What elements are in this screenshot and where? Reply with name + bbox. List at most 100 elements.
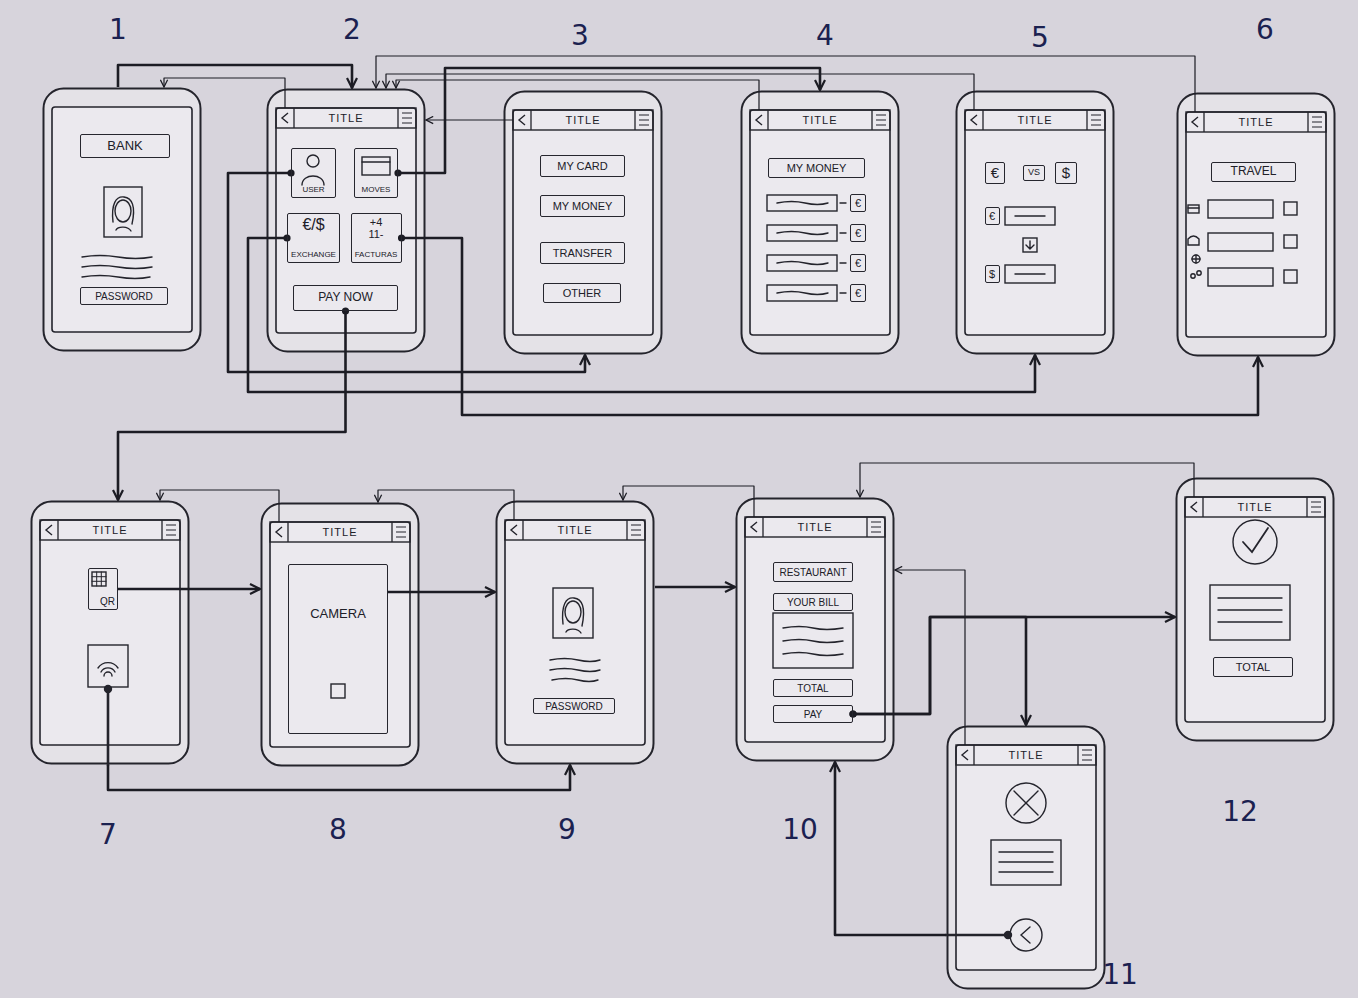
flow-arrow: [164, 78, 285, 108]
phone-frame: [32, 502, 189, 764]
button-label: VS: [1028, 168, 1040, 178]
button: OTHER: [543, 283, 621, 303]
flow-arrow: [853, 617, 1175, 714]
currency-box: $: [985, 265, 1000, 283]
phone-screen: 7TITLEQR: [30, 500, 190, 765]
button-label: PASSWORD: [95, 291, 153, 302]
screen-number: 9: [558, 816, 576, 844]
currency-box: €: [985, 207, 1000, 225]
squiggle: [1015, 216, 1045, 274]
screen-number: 1: [109, 16, 127, 44]
button: MY MONEY: [540, 195, 625, 217]
wire-stub: [946, 934, 1010, 937]
flow-arrow: [426, 119, 513, 120]
phone-frame: [44, 89, 201, 351]
hair-sketch: [563, 598, 584, 633]
button-label: TRANSFER: [553, 247, 612, 259]
screen-title: TITLE: [1239, 116, 1274, 128]
checkbox: [1284, 202, 1297, 215]
phone-frames: [32, 89, 1335, 989]
button-label: €: [855, 197, 861, 209]
down-arrow: [1026, 241, 1034, 249]
flow-arrow: [118, 65, 352, 88]
button-label: €: [855, 287, 861, 299]
screen-number: 7: [99, 821, 117, 849]
phone-screen: 6TITLETRAVEL: [1176, 92, 1336, 357]
screen-title: TITLE: [1018, 114, 1053, 126]
button-label: $: [989, 268, 995, 280]
screen-title: TITLE: [1009, 749, 1044, 761]
screen-title: TITLE: [803, 114, 838, 126]
section-header: RESTAURANT: [773, 562, 853, 582]
screen-number: 6: [1256, 16, 1274, 44]
button: MY CARD: [540, 155, 625, 177]
connectors: [108, 56, 1258, 935]
phone-screen: 3TITLEMY CARDMY MONEYTRANSFEROTHER: [503, 90, 663, 355]
title-bar: TITLE: [1185, 497, 1325, 517]
wire-stub: [107, 687, 110, 765]
screen-title: TITLE: [1238, 501, 1273, 513]
check-mark: [1243, 528, 1268, 552]
message-box: [991, 840, 1061, 885]
checkbox: [1284, 235, 1297, 248]
phone-screen: 8TITLECAMERA: [260, 502, 420, 767]
title-bar: TITLE: [270, 522, 410, 542]
text-lines: [783, 627, 843, 656]
currency-box: €: [850, 194, 866, 212]
shutter-button: [331, 684, 345, 698]
card-icon: [362, 161, 390, 162]
text-lines: [82, 256, 152, 279]
phone-screen: 1BANKPASSWORD: [42, 87, 202, 352]
flow-arrow: [108, 765, 570, 790]
hair-sketch: [113, 197, 134, 231]
flow-arrow: [376, 56, 1195, 112]
button-label: MY MONEY: [553, 200, 613, 212]
error-cross: [1014, 791, 1038, 815]
error-circle: [1006, 783, 1046, 823]
face-sketch: [565, 601, 581, 623]
pay-button: PAY NOW: [293, 285, 398, 311]
button-label: PAY NOW: [318, 291, 373, 304]
currency-box: €: [985, 162, 1005, 184]
button-label: +4 11-: [363, 216, 389, 240]
button-label: OTHER: [563, 287, 602, 299]
swap-button: [1023, 238, 1037, 252]
screen-number: 5: [1031, 24, 1049, 52]
vs-box: VS: [1023, 165, 1045, 181]
camera-view: CAMERA: [288, 564, 388, 734]
menu-tile: USER: [291, 148, 336, 198]
menu-tile: MOVES: [354, 148, 398, 198]
checkbox: [1284, 270, 1297, 283]
logo-box: BANK: [80, 134, 170, 158]
bag-icon: [1188, 236, 1199, 245]
flow-arrow: [118, 311, 346, 500]
screen-title: TITLE: [329, 112, 364, 124]
section-header: TRAVEL: [1211, 162, 1296, 182]
button-label: CAMERA: [310, 607, 366, 621]
phone-frame: [957, 92, 1114, 354]
nfc-box: [88, 645, 128, 687]
flow-arrow: [398, 68, 820, 173]
phone-frame: [1178, 94, 1335, 356]
button-label: €: [855, 227, 861, 239]
squiggle: [777, 202, 828, 295]
input-box: [1208, 268, 1273, 286]
phone-frame: [1177, 479, 1334, 741]
back-button: [1010, 919, 1042, 951]
button-label: RESTAURANT: [779, 567, 846, 578]
qr-option: QR: [88, 568, 118, 610]
title-bar: TITLE: [745, 517, 885, 537]
title-bar: TITLE: [505, 520, 645, 540]
screen-number: 12: [1222, 798, 1258, 826]
success-circle: [1233, 520, 1277, 564]
button-label: MY CARD: [557, 160, 608, 172]
button-label: MY MONEY: [787, 162, 847, 174]
button-label: FACTURAS: [355, 251, 398, 260]
title-bar: TITLE: [513, 110, 653, 130]
text-lines: [999, 852, 1053, 872]
screen-title: TITLE: [566, 114, 601, 126]
card-icon: [1188, 207, 1199, 208]
flow-arrow: [396, 80, 759, 110]
